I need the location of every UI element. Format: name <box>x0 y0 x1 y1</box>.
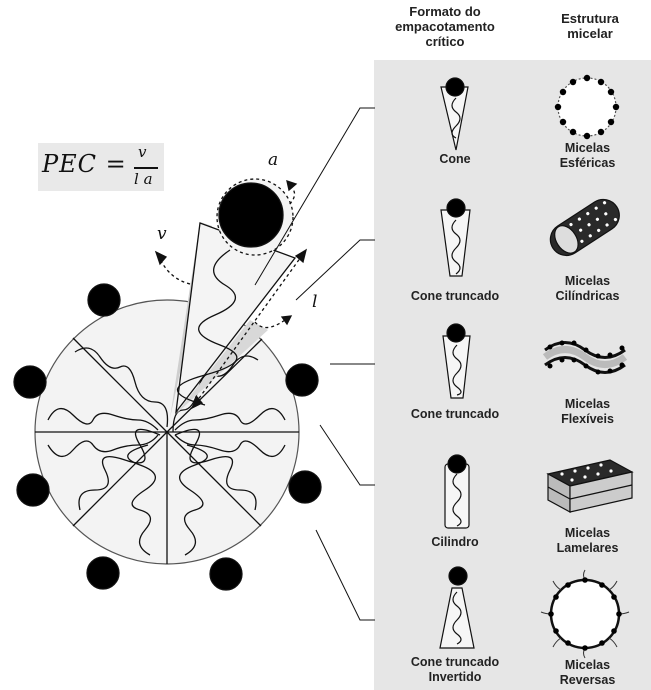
header-line: Estrutura <box>561 11 619 26</box>
tail-wave <box>174 408 286 431</box>
arrow-head <box>286 180 298 192</box>
cone-tail-wave <box>176 249 238 406</box>
shape-label: Cone <box>439 152 471 166</box>
header-line: Formato do <box>409 4 481 19</box>
formula-lhs: PEC = <box>42 150 127 178</box>
cylinder-tail <box>452 473 462 527</box>
connector-line <box>319 424 375 486</box>
head-group <box>285 363 319 397</box>
cone-tail <box>452 591 462 645</box>
divider-line <box>72 337 168 433</box>
tail-wave <box>74 347 169 428</box>
tail-wave <box>47 408 159 431</box>
structure-line: Reversas <box>559 673 616 687</box>
structure-line: Esféricas <box>559 156 616 170</box>
shape-head <box>445 77 465 97</box>
cylinder-shape <box>444 463 470 529</box>
shape-head <box>448 566 468 586</box>
structure-line: Cilíndricas <box>555 289 620 303</box>
divider-line <box>166 431 262 527</box>
structure-line: Micelas <box>564 526 611 540</box>
divider-line <box>72 431 168 527</box>
cone-tail <box>451 219 461 275</box>
connector-line <box>315 529 375 621</box>
inverted-cone-shape <box>439 587 475 649</box>
structure-label: Micelas Reversas <box>540 658 635 688</box>
structure-label: Micelas Lamelares <box>540 526 635 556</box>
tail-wave <box>174 434 286 457</box>
formula-numerator: v <box>138 143 147 161</box>
lamellar-micelle <box>546 459 634 514</box>
divider-line <box>166 338 263 433</box>
spherical-micelle <box>557 77 617 137</box>
symbol-l: l <box>312 292 318 312</box>
connector-line <box>295 239 375 301</box>
connector-line <box>254 107 375 286</box>
shape-label: Cone truncado <box>410 289 500 303</box>
head-group <box>288 470 322 504</box>
arrow-head <box>280 315 293 326</box>
structure-label: Micelas Flexíveis <box>540 397 635 427</box>
reverse-micelle <box>549 578 621 650</box>
symbol-a: a <box>268 150 279 170</box>
structure-line: Lamelares <box>556 541 619 555</box>
micelle-dots <box>554 74 620 140</box>
shape-label: Cone truncado Invertido <box>410 655 500 684</box>
structure-line: Micelas <box>564 658 611 672</box>
head-group-large <box>218 182 284 248</box>
arrow-v <box>159 258 191 285</box>
formula-denominator: l a <box>134 170 153 188</box>
fraction-bar <box>134 167 158 169</box>
cone-tail <box>451 97 461 139</box>
shape-label: Cilindro <box>431 535 479 549</box>
structure-label: Micelas Cilíndricas <box>540 274 635 304</box>
arrow-l <box>191 249 307 409</box>
tail-wave <box>127 444 156 556</box>
header-packing-shape: Formato do empacotamento crítico <box>380 4 510 49</box>
symbol-v: v <box>157 224 167 244</box>
head-group <box>86 556 120 590</box>
header-micelle-structure: Estrutura micelar <box>540 11 640 41</box>
head-group <box>209 557 243 591</box>
shape-head <box>447 454 467 474</box>
structure-line: Micelas <box>564 141 611 155</box>
arrow-head <box>294 248 308 264</box>
structure-line: Micelas <box>564 397 611 411</box>
header-line: empacotamento <box>395 19 495 34</box>
structure-label: Micelas Esféricas <box>540 141 635 171</box>
shape-label: Cone truncado <box>410 407 500 421</box>
head-group <box>13 365 47 399</box>
pec-formula: PEC = v l a <box>38 143 164 191</box>
shape-head <box>446 198 466 218</box>
tail-wave <box>78 428 161 511</box>
structure-line: Micelas <box>564 274 611 288</box>
shape-head <box>446 323 466 343</box>
cylindrical-micelle <box>549 198 620 257</box>
header-line: crítico <box>425 34 465 49</box>
tail-wave <box>174 428 257 511</box>
arrow-head <box>190 395 204 410</box>
arrow-head <box>154 250 168 266</box>
arrow-l-tail <box>254 319 286 329</box>
head-group <box>16 473 50 507</box>
cone-tail <box>452 344 462 396</box>
structure-line: Flexíveis <box>561 412 614 426</box>
head-group <box>87 283 121 317</box>
header-line: micelar <box>567 26 613 41</box>
